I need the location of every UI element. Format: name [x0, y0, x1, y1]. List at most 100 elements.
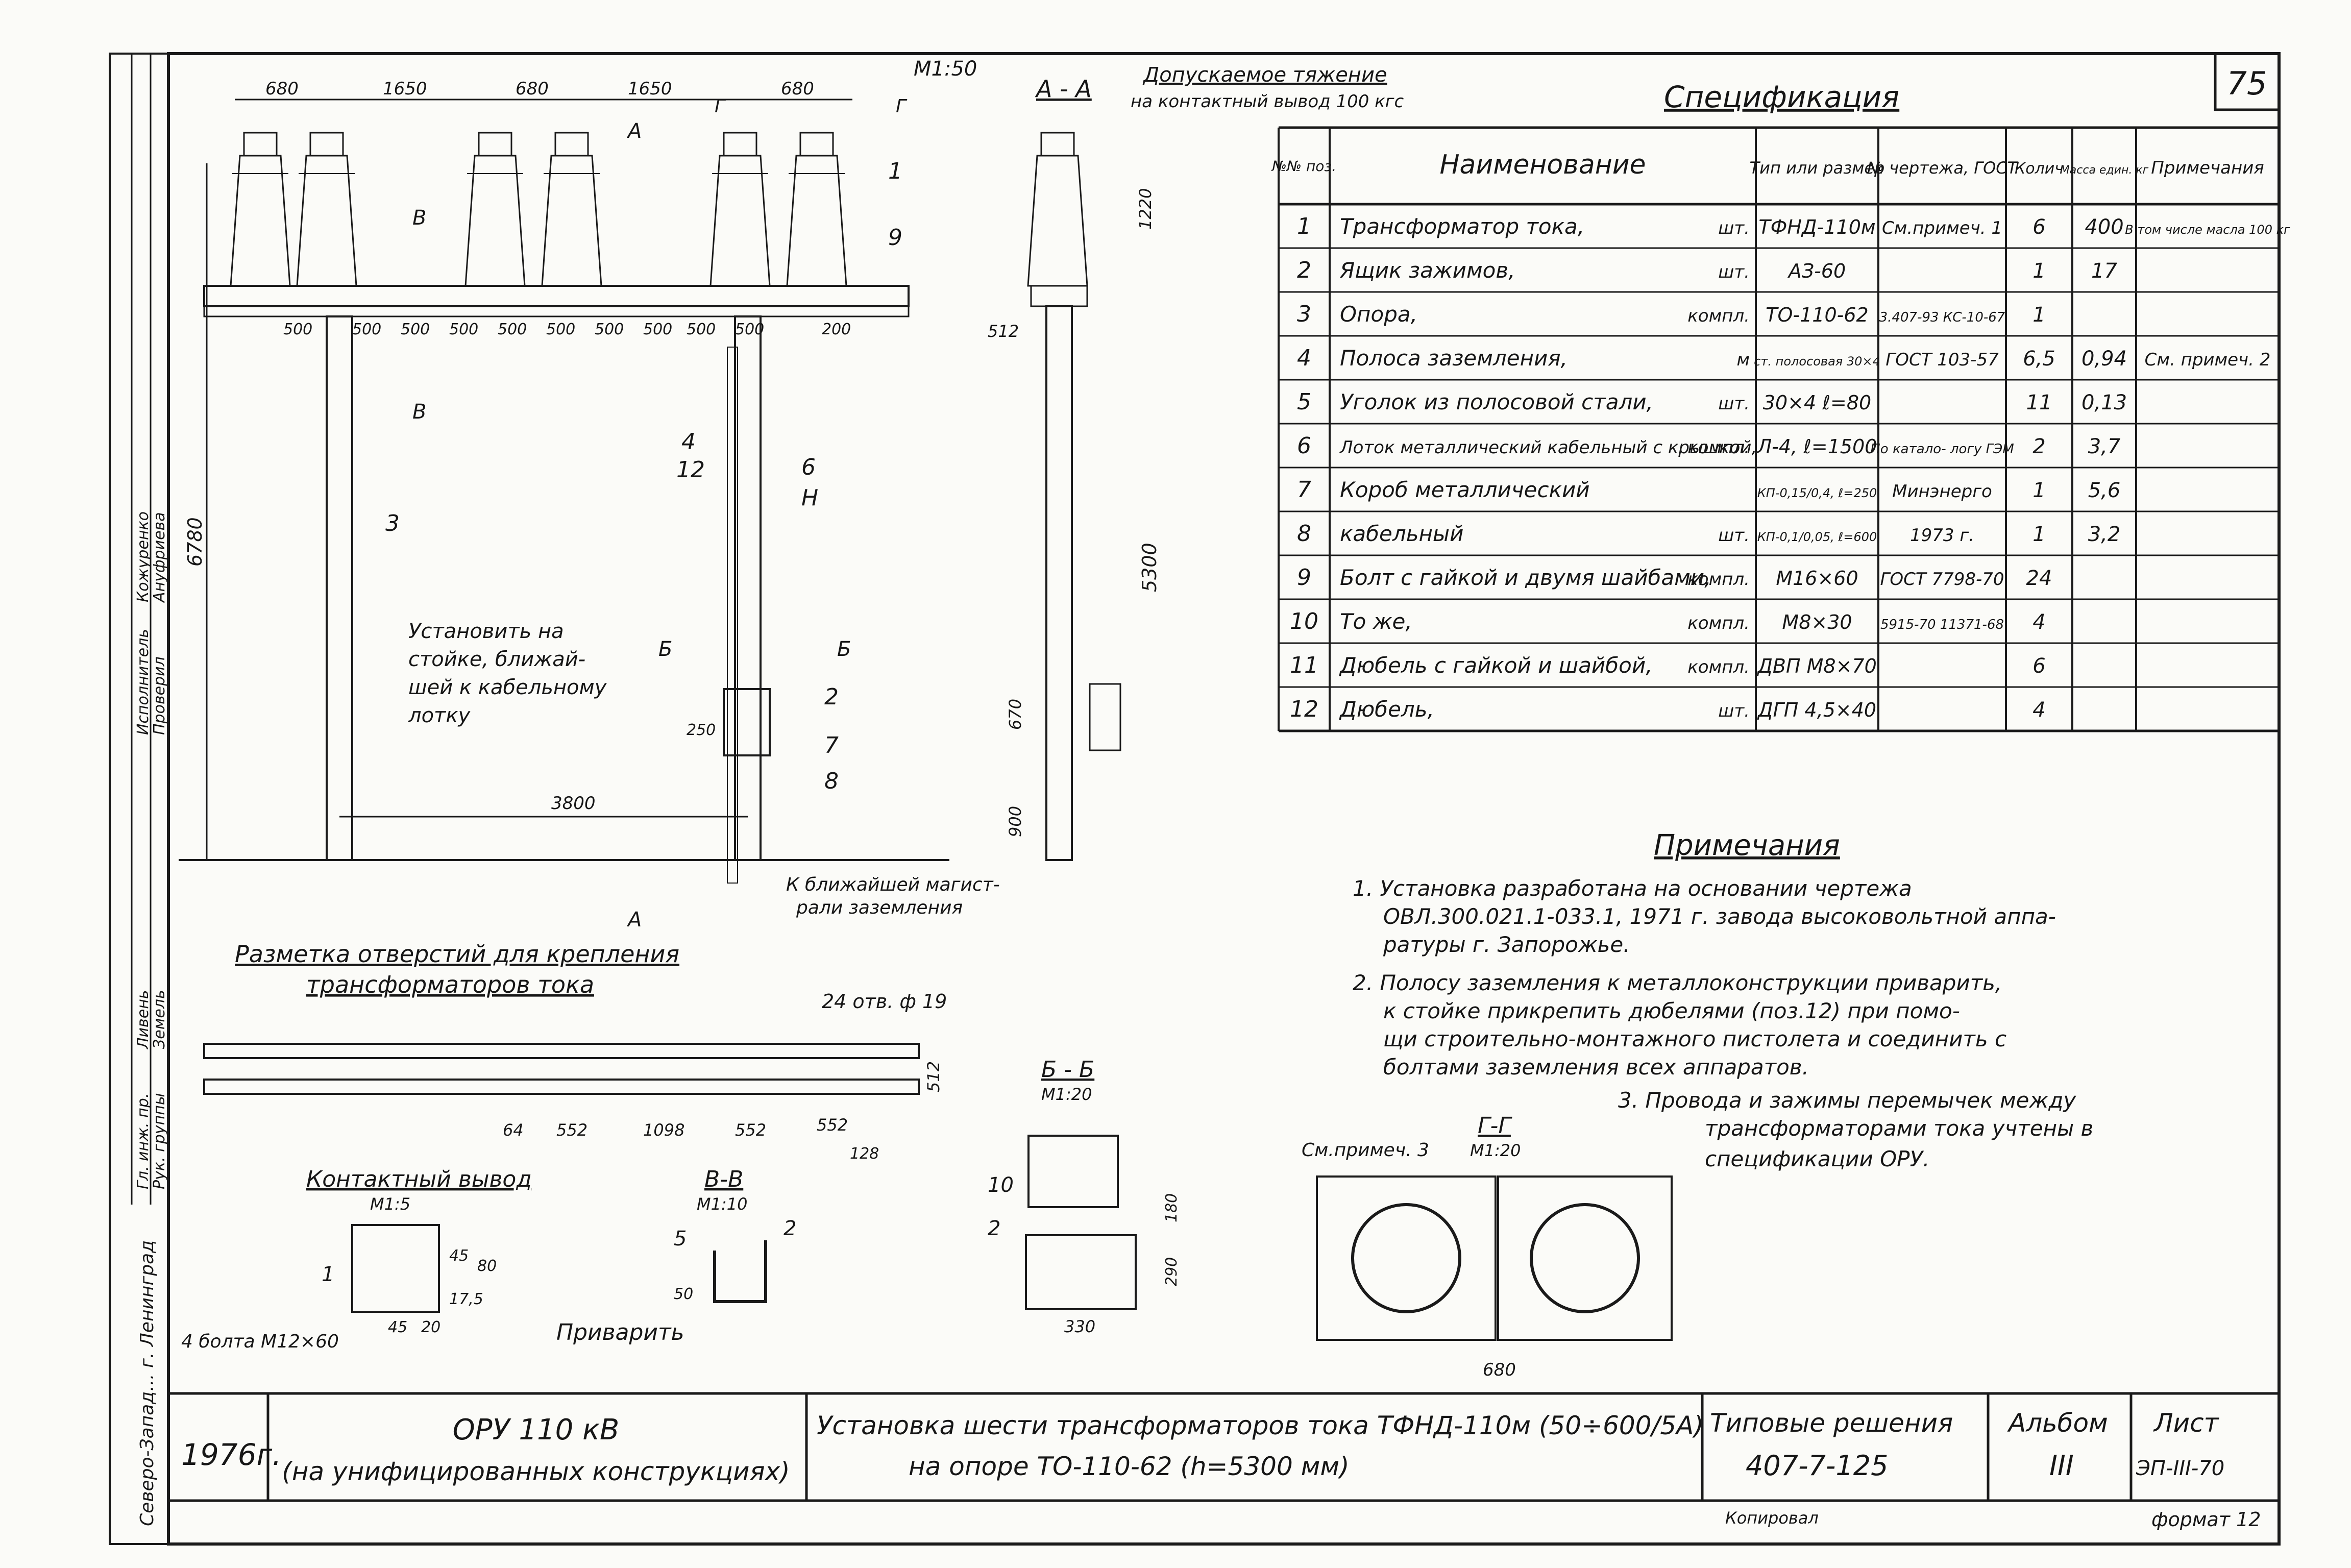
spec-row-type: ТО-110-62	[1766, 304, 1868, 326]
bb-scale: М1:20	[1041, 1085, 1092, 1104]
spec-row-qty: 4	[2032, 698, 2045, 722]
transformer-4	[541, 132, 602, 287]
spec-row-name: Трансформатор тока,	[1340, 214, 1584, 239]
callout-3: 3	[385, 510, 400, 536]
gg-title: Г-Г	[1478, 1113, 1512, 1139]
transformer-1	[230, 132, 291, 287]
spec-row-mass: 3,7	[2088, 435, 2121, 458]
ground-note-1: К ближайшей магист-	[786, 874, 1000, 895]
spec-row-type: М16×60	[1776, 567, 1858, 590]
callout-4: 4	[681, 429, 696, 455]
holes-dim-552-1: 552	[556, 1120, 587, 1140]
callout-12: 12	[676, 457, 705, 483]
vv-profile	[713, 1240, 767, 1303]
spec-row-gost: 3.407-93 КС-10-67	[1879, 310, 2005, 325]
spec-row-qty: 6	[2032, 215, 2045, 239]
note-line-5: к стойке прикрепить дюбелями (поз.12) пр…	[1383, 998, 1960, 1023]
ground-note-2: рали заземления	[796, 897, 963, 918]
gg-ring-left	[1351, 1203, 1461, 1313]
spec-row-unit: шт.	[1718, 262, 1750, 282]
spec-row-name: Короб металлический	[1340, 477, 1590, 502]
spec-header-note: Примечания	[2151, 158, 2264, 178]
aa-dim-900: 900	[1006, 806, 1025, 837]
vv-callout-2: 2	[783, 1217, 796, 1240]
callout-7: 7	[824, 732, 839, 758]
vv-callout-5: 5	[674, 1227, 687, 1251]
tb-year: 1976г.	[181, 1437, 282, 1472]
spec-row-note: См. примеч. 2	[2145, 350, 2271, 370]
bb-callout-10: 10	[988, 1173, 1014, 1197]
spec-header-type: Тип или размер	[1750, 158, 1885, 178]
section-a-bottom: А	[626, 908, 642, 932]
aa-dim-512: 512	[988, 322, 1019, 341]
transformer-5	[709, 132, 771, 287]
section-g-2: Г	[896, 96, 908, 117]
holes-dims: 64 552 1098 552 552	[503, 1115, 848, 1140]
spec-row-unit: компл.	[1687, 569, 1750, 590]
vv-weld: Приварить	[556, 1319, 684, 1345]
tension-note-1: Допускаемое тяжение	[1142, 63, 1387, 87]
note-line-8: 3. Провода и зажимы перемычек между	[1618, 1088, 2076, 1113]
holes-dim-552-2: 552	[735, 1120, 766, 1140]
dim-680-2: 680	[516, 79, 549, 99]
dims-top: 680 1650 680 1650 680	[265, 79, 814, 99]
holes-dim-64: 64	[503, 1120, 524, 1140]
callout-8: 8	[824, 768, 839, 794]
spec-header-name: Наименование	[1439, 150, 1646, 180]
section-g-1: Г	[715, 96, 726, 117]
rail-dim-8: 500	[643, 321, 672, 338]
stamp-role-1: Исполнитель	[134, 629, 152, 735]
gg-plate-left	[1316, 1175, 1497, 1341]
callouts: 1 9 3 4 12 6 Н 2 7 8	[385, 158, 902, 794]
spec-row-qty: 11	[2026, 391, 2052, 414]
stamp-org: Северо-Запад... г. Ленинград	[137, 1240, 158, 1526]
transformer-6	[786, 132, 847, 287]
spec-row-mass: 0,94	[2081, 347, 2127, 371]
sheet-number: 75	[2227, 65, 2267, 102]
spec-row-gost: По катало- логу ГЭМ	[1870, 442, 2014, 457]
vv-title: В-В	[704, 1166, 743, 1192]
spec-row-name: Дюбель с гайкой и шайбой,	[1339, 653, 1652, 678]
spec-row-name: Болт с гайкой и двумя шайбами,	[1340, 565, 1711, 590]
tb-series-label: Типовые решения	[1710, 1408, 1953, 1438]
spec-row-pos: 1	[1297, 213, 1311, 239]
tb-title-2: на опоре ТО-110-62 (h=5300 мм)	[909, 1452, 1350, 1481]
holes-label: 24 отв. ф 19	[822, 990, 947, 1013]
install-note: Установить на стойке, ближай- шей к кабе…	[408, 620, 607, 727]
spec-row-note: В том числе масла 100 кг	[2125, 223, 2290, 237]
spec-row-pos: 5	[1297, 389, 1311, 415]
spec-row-gost: 5915-70 11371-68	[1880, 617, 2004, 632]
contact-dim-17: 17,5	[449, 1290, 483, 1308]
spec-row-pos: 9	[1297, 565, 1311, 591]
dim-1650-1: 1650	[383, 79, 427, 99]
bb-box	[1025, 1234, 1137, 1310]
spec-row-mass: 5,6	[2088, 479, 2121, 502]
transformer-3	[464, 132, 526, 287]
tb-sheet-label: Лист	[2153, 1408, 2220, 1438]
spec-row-name: Ящик зажимов,	[1339, 258, 1515, 283]
note-line-6: щи строительно-монтажного пистолета и со…	[1383, 1026, 2006, 1051]
dim-680-3: 680	[781, 79, 814, 99]
spec-row-pos: 2	[1297, 257, 1311, 283]
tb-album-label: Альбом	[2007, 1408, 2108, 1438]
section-v-2: В	[412, 400, 426, 424]
spec-row-qty: 4	[2032, 610, 2045, 634]
spec-row-unit: м	[1736, 350, 1750, 370]
install-note-line-4: лотку	[408, 704, 471, 727]
spec-row-unit: шт.	[1718, 525, 1750, 546]
tb-title-1: Установка шести трансформаторов тока ТФН…	[817, 1411, 1704, 1440]
gg-ring-right	[1530, 1203, 1640, 1313]
rail-dim-4: 500	[449, 321, 478, 338]
spec-row-type: АЗ-60	[1787, 260, 1846, 282]
left-stamp: Исполнитель Проверил Кожуренко Ануфриева…	[109, 53, 169, 1545]
spec-row-gost: См.примеч. 1	[1882, 218, 2002, 238]
sheet-frame	[167, 52, 2281, 1546]
spec-row-pos: 3	[1297, 301, 1311, 327]
spec-row-name: Уголок из полосовой стали,	[1340, 389, 1653, 414]
spec-row-mass: 3,2	[2088, 523, 2121, 546]
rail-dim-9: 500	[687, 321, 716, 338]
spec-row-qty: 2	[2032, 435, 2045, 458]
bb-column	[1027, 1135, 1119, 1208]
cable-tray	[727, 347, 738, 884]
crossarm-upper	[203, 285, 910, 307]
